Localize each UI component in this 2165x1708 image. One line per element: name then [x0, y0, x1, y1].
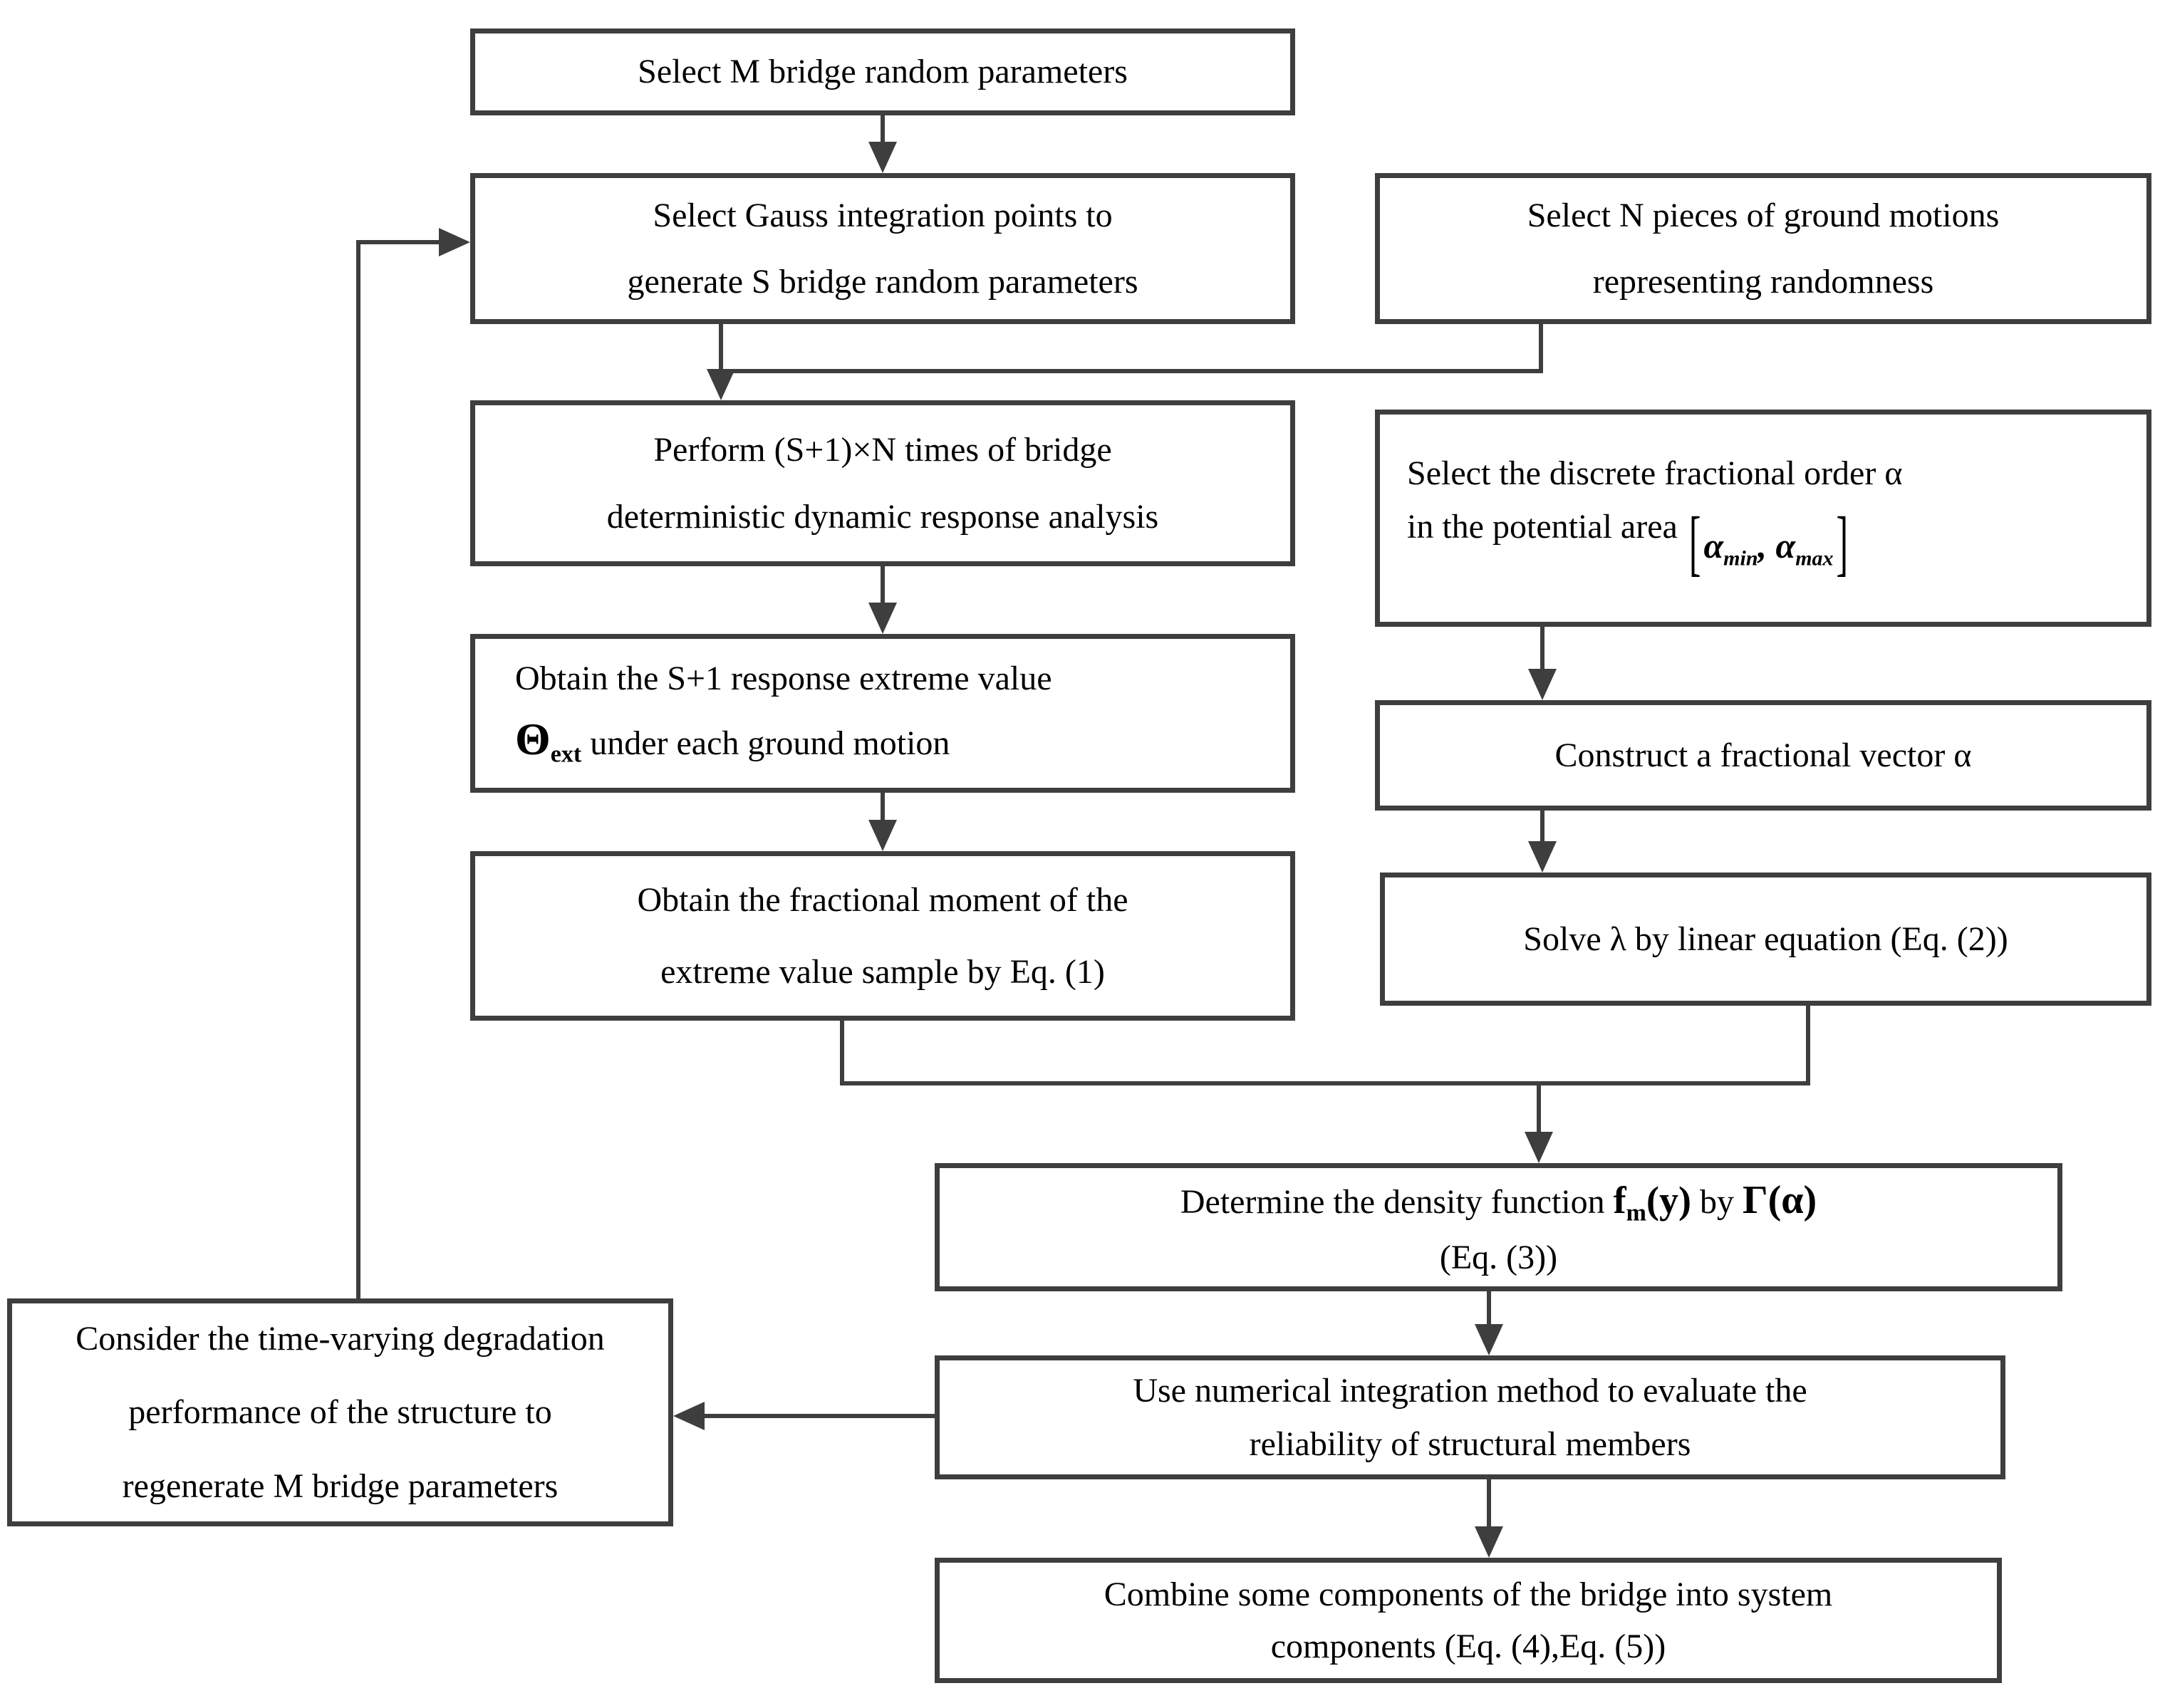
node-combine-components: Combine some components of the bridge in… — [935, 1558, 2002, 1683]
node-fractional-moment: Obtain the fractional moment of the extr… — [470, 851, 1295, 1021]
node-label: Construct a fractional vector α — [1554, 736, 1972, 774]
arrowhead-integration-to-degradation — [673, 1402, 705, 1430]
node-density-function: Determine the density function fm(y) by … — [935, 1163, 2062, 1291]
theta-subscript: ext — [550, 741, 582, 768]
node-label-line2: components (Eq. (4),Eq. (5)) — [1270, 1628, 1666, 1665]
node-label-line2: in the potential area [αmin, αmax] — [1407, 501, 1851, 583]
node-label-line1: Select N pieces of ground motions — [1527, 196, 2000, 234]
interval-comma: , — [1758, 526, 1776, 566]
alpha-min-subscript: min — [1723, 546, 1758, 571]
node-label-line2: Θext under each ground motion — [515, 713, 950, 769]
arrowhead-gauss-to-perform — [707, 369, 735, 400]
connector-order-to-vector — [1540, 627, 1544, 677]
node-label-line2: deterministic dynamic response analysis — [606, 497, 1159, 536]
alpha-interval: [αmin, αmax] — [1686, 501, 1851, 583]
connector-perform-to-extreme — [881, 566, 885, 610]
node-solve-lambda: Solve λ by linear equation (Eq. (2)) — [1380, 873, 2151, 1006]
line1-mid: by — [1691, 1182, 1743, 1221]
connector-feedback-vertical — [356, 240, 360, 1298]
arrowhead-perform-to-extreme — [868, 603, 897, 634]
node-label-line1: Perform (S+1)×N times of bridge — [653, 431, 1112, 469]
node-label-line1: Determine the density function fm(y) by … — [1180, 1177, 1817, 1227]
connector-merge-to-density — [1537, 1085, 1541, 1137]
node-label-line1: Use numerical integration method to eval… — [1133, 1371, 1807, 1410]
arrowhead-feedback-to-gauss — [439, 228, 470, 256]
node-label-line3: regenerate M bridge parameters — [122, 1467, 559, 1505]
connector-gauss-to-perform — [719, 324, 723, 377]
node-label-line1: Obtain the S+1 response extreme value — [515, 659, 1052, 697]
connector-groundmotions-down — [1539, 324, 1543, 373]
connector-vector-to-lambda — [1540, 811, 1544, 850]
alpha-max-symbol: α — [1775, 526, 1796, 566]
node-degradation-performance: Consider the time-varying degradation pe… — [7, 1298, 673, 1526]
arrowhead-integration-to-combine — [1475, 1526, 1503, 1558]
alpha-min-symbol: α — [1703, 526, 1724, 566]
line2-text: in the potential area — [1407, 508, 1678, 546]
f-symbol: f — [1613, 1178, 1626, 1222]
node-label-line2: (Eq. (3)) — [1439, 1239, 1558, 1277]
f-argument: (y) — [1646, 1178, 1691, 1222]
node-label-line1: Combine some components of the bridge in… — [1104, 1575, 1833, 1613]
node-label-line1: Select Gauss integration points to — [653, 196, 1113, 234]
arrowhead-selectm-to-gauss — [868, 142, 897, 173]
theta-symbol: Θ — [515, 713, 551, 764]
node-label-line2: generate S bridge random parameters — [627, 263, 1138, 301]
connector-integration-to-degradation — [703, 1414, 935, 1418]
node-ground-motions: Select N pieces of ground motions repres… — [1375, 173, 2151, 324]
connector-merge-bar — [840, 1081, 1810, 1085]
node-label-line1: Obtain the fractional moment of the — [637, 880, 1128, 919]
node-numerical-integration: Use numerical integration method to eval… — [935, 1355, 2005, 1479]
node-gauss-integration: Select Gauss integration points to gener… — [470, 173, 1295, 324]
connector-groundmotions-left — [719, 369, 1543, 373]
arrowhead-extreme-to-moment — [868, 820, 897, 851]
arrowhead-density-to-integration — [1475, 1324, 1503, 1355]
node-fractional-vector: Construct a fractional vector α — [1375, 700, 2151, 811]
node-discrete-fractional-order: Select the discrete fractional order α i… — [1375, 410, 2151, 627]
connector-selectm-to-gauss — [881, 115, 885, 152]
connector-feedback-horizontal — [360, 240, 440, 244]
line1-pre: Determine the density function — [1180, 1182, 1614, 1221]
f-subscript: m — [1626, 1199, 1646, 1227]
node-label: Solve λ by linear equation (Eq. (2)) — [1523, 920, 2008, 958]
alpha-max-subscript: max — [1795, 546, 1834, 571]
node-label-line2: performance of the structure to — [128, 1393, 552, 1432]
node-response-extreme-value: Obtain the S+1 response extreme value Θe… — [470, 634, 1295, 793]
connector-moment-to-merge — [840, 1021, 844, 1085]
node-label-line2: extreme value sample by Eq. (1) — [660, 953, 1105, 991]
node-label-line1: Select the discrete fractional order α — [1407, 454, 1903, 492]
close-bracket: ] — [1836, 501, 1849, 583]
line2-rest: under each ground motion — [581, 724, 950, 762]
gamma-alpha-symbol: Γ(α) — [1742, 1177, 1817, 1222]
open-bracket: [ — [1688, 501, 1701, 583]
node-dynamic-response-analysis: Perform (S+1)×N times of bridge determin… — [470, 400, 1295, 566]
arrowhead-order-to-vector — [1528, 669, 1557, 700]
arrowhead-vector-to-lambda — [1528, 841, 1557, 873]
connector-lambda-to-merge — [1806, 1006, 1810, 1085]
node-label-line2: representing randomness — [1592, 263, 1934, 301]
node-label-line1: Consider the time-varying degradation — [76, 1320, 605, 1358]
connector-integration-to-combine — [1487, 1479, 1491, 1535]
connector-extreme-to-moment — [881, 793, 885, 828]
node-label-line2: reliability of structural members — [1249, 1425, 1691, 1463]
node-label: Select M bridge random parameters — [638, 53, 1128, 91]
arrowhead-merge-to-density — [1525, 1132, 1553, 1163]
connector-density-to-integration — [1487, 1291, 1491, 1333]
node-select-m-parameters: Select M bridge random parameters — [470, 28, 1295, 115]
